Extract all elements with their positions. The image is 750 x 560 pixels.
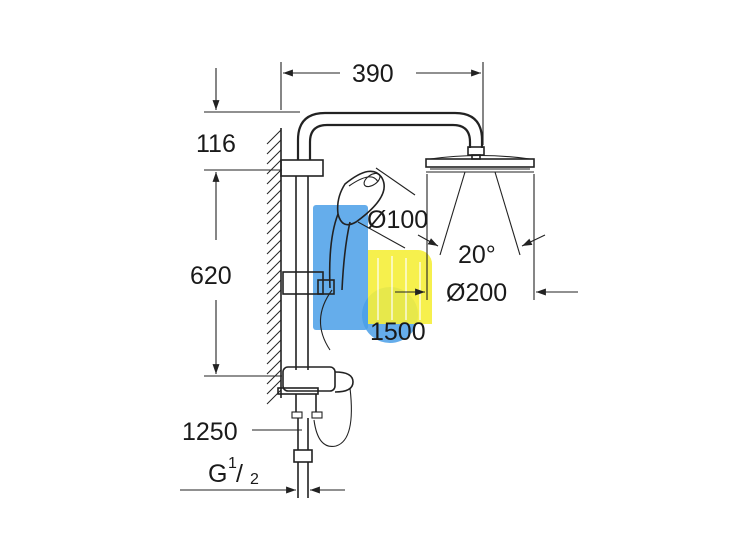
thread-slash: / [236, 460, 243, 488]
dimension-head-shower-diameter: Ø200 [395, 174, 578, 307]
thread-denominator-label: 2 [250, 471, 259, 488]
head-shower-diameter-label: Ø200 [446, 279, 507, 307]
supply-pipe [293, 418, 313, 498]
hand-shower-diameter-label: Ø100 [367, 206, 428, 234]
wall-hatch-line [266, 149, 282, 165]
hand-shower-dimension-lines [357, 167, 416, 249]
wall-hatch-line [266, 379, 282, 395]
hose-length-label: 1500 [370, 318, 426, 346]
dimension-thread-size: G 1 / 2 [180, 455, 345, 494]
dimension-arm-reach: 390 [280, 60, 484, 145]
wall-hatch-line [266, 139, 282, 155]
wall-hatch-line [266, 199, 282, 215]
wall-hatch-line [266, 159, 282, 175]
wall-hatch-line [266, 219, 282, 235]
wall-hatch-line [266, 289, 282, 305]
wall-hatch-line [266, 279, 282, 295]
thread-letter-label: G [208, 460, 227, 488]
thermostat-mixer [277, 366, 354, 419]
shower-rail [280, 159, 335, 370]
hand-shower [328, 170, 385, 291]
wall-hatch-line [266, 309, 282, 325]
connection-length-label: 1250 [182, 418, 238, 446]
wall-hatch-line [266, 329, 282, 345]
rail-height-label: 620 [190, 262, 232, 290]
dimension-top-offset: 116 [196, 68, 300, 171]
head-shower [425, 146, 535, 173]
spray-angle-label: 20° [458, 241, 496, 269]
dimension-hand-shower-diameter: Ø100 [367, 206, 428, 234]
dimension-spray-angle: 20° [458, 241, 496, 269]
wall-hatch-line [266, 359, 282, 375]
dimension-rail-height: 620 [190, 172, 282, 377]
wall-hatch-line [266, 339, 282, 355]
wall-hatch-line [266, 239, 282, 255]
dimension-connection-length: 1250 [182, 418, 302, 446]
wall-hatch-line [266, 349, 282, 365]
arm-reach-label: 390 [352, 60, 394, 88]
wall-hatch-line [266, 209, 282, 225]
thread-numerator-label: 1 [228, 455, 237, 472]
wall-hatch-line [266, 229, 282, 245]
wall-hatch-line [266, 189, 282, 205]
wall-hatch-line [266, 169, 282, 185]
overhead-arm [296, 111, 484, 160]
wall [266, 128, 282, 405]
wall-hatch-line [266, 269, 282, 285]
wall-hatch-line [266, 259, 282, 275]
spray-angle-lines [417, 171, 546, 256]
wall-hatch-line [266, 129, 282, 145]
wall-hatch-line [266, 319, 282, 335]
top-offset-label: 116 [196, 130, 236, 158]
shower-hose [313, 289, 352, 448]
wall-hatch-line [266, 299, 282, 315]
wall-hatch-line [266, 369, 282, 385]
dimension-hose-length: 1500 [370, 318, 426, 346]
wall-hatch-line [266, 249, 282, 265]
wall-hatch-line [266, 179, 282, 195]
